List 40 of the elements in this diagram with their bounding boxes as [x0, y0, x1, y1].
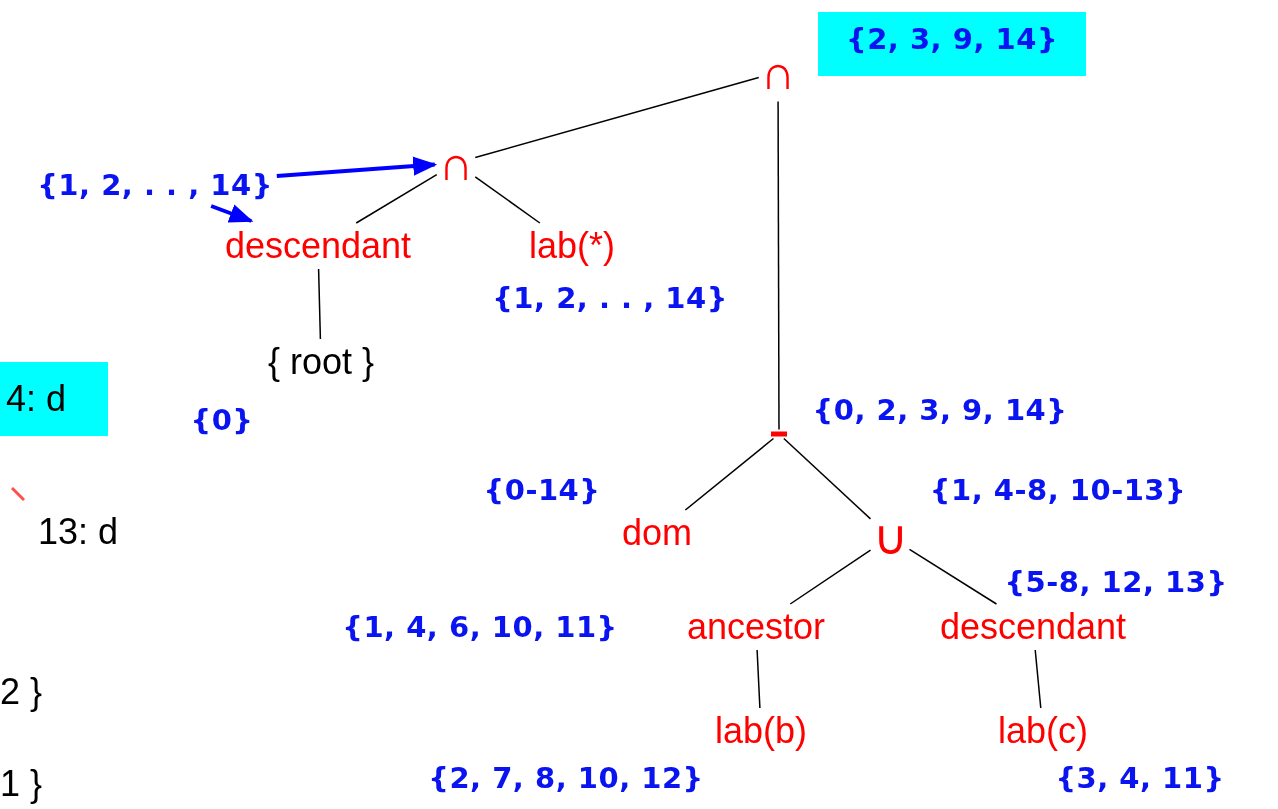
set-annotation: {0} — [190, 403, 254, 437]
set-operator: ∩ — [438, 135, 474, 191]
set-annotation: {0, 2, 3, 9, 14} — [812, 393, 1068, 427]
tree-line — [317, 268, 322, 340]
operator-label: lab(b) — [715, 710, 807, 752]
set-annotation: {1, 4-8, 10-13} — [929, 473, 1187, 507]
arrow — [276, 156, 438, 179]
set-annotation: {1, 2, . . , 14} — [492, 281, 728, 315]
set-annotation: {3, 4, 11} — [1055, 761, 1225, 795]
set-annotation: {0-14} — [483, 473, 601, 507]
tree-line — [789, 549, 872, 605]
operator-label: descendant — [224, 225, 412, 267]
tree-line — [783, 437, 872, 520]
operator-label: ancestor — [686, 606, 826, 648]
operator-label: lab(*) — [529, 225, 615, 267]
tree-line — [756, 649, 761, 709]
tree-line — [908, 548, 998, 605]
tree-line — [474, 76, 760, 159]
set-annotation: {2, 7, 8, 10, 12} — [428, 761, 704, 795]
operator-label: lab(c) — [998, 710, 1088, 752]
tree-line — [474, 176, 541, 224]
set-annotation: {1, 4, 6, 10, 11} — [342, 610, 618, 644]
arrow — [210, 204, 254, 223]
set-operator: ∪ — [872, 509, 908, 565]
tree-line — [684, 437, 775, 511]
set-label: { root } — [267, 341, 375, 383]
tree-line — [777, 100, 780, 431]
difference-operator-bar — [771, 431, 787, 437]
node-label: 2 } — [0, 672, 43, 712]
node-label: 13: d — [38, 512, 119, 552]
set-annotation: {5-8, 12, 13} — [1004, 565, 1228, 599]
node-label: 1 } — [0, 764, 43, 804]
operator-label: dom — [622, 512, 692, 554]
tree-line — [355, 173, 438, 224]
operator-label: descendant — [939, 606, 1127, 648]
highlighted-set-label: {2, 3, 9, 14} — [818, 12, 1087, 76]
highlighted-node-label: 4: d — [0, 362, 109, 436]
set-operator: ∩ — [760, 44, 796, 100]
set-label: {1, 2, . . , 14} — [37, 168, 273, 202]
tree-line — [1034, 649, 1042, 709]
